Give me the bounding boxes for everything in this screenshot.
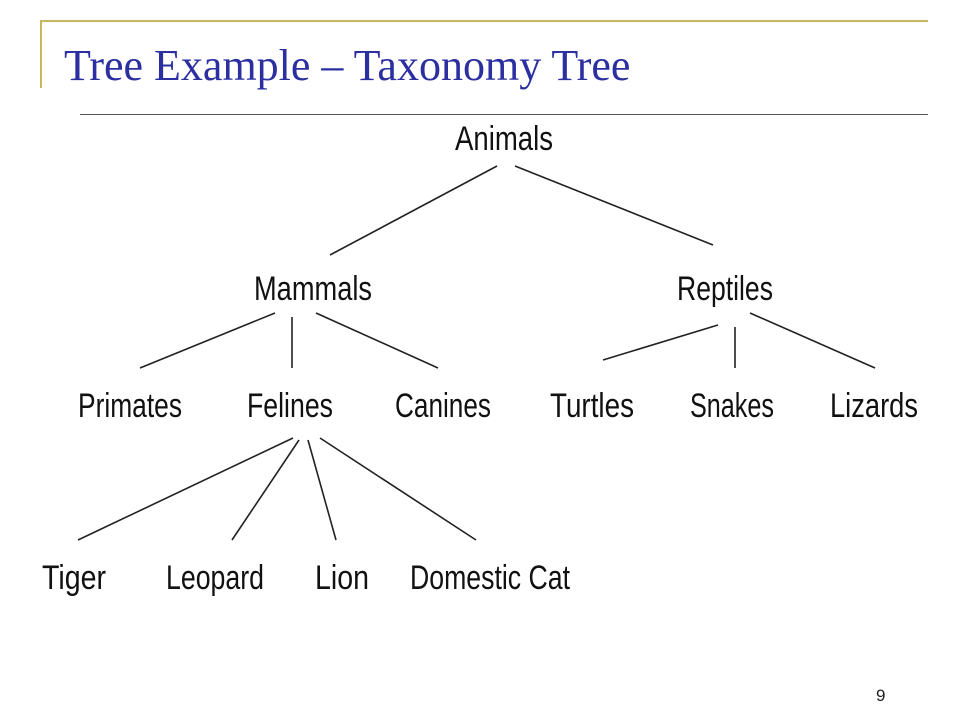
node-animals: Animals [455, 120, 553, 158]
edge-reptiles-turtles [602, 324, 719, 361]
edge-felines-tiger [77, 437, 294, 541]
edge-felines-leopard [231, 439, 300, 541]
edge-mammals-primates [139, 312, 276, 369]
edge-felines-lion [307, 439, 337, 541]
node-canines: Canines [395, 387, 491, 425]
page-number: 9 [876, 686, 886, 705]
node-domestic-cat: Domestic Cat [410, 559, 570, 597]
edge-reptiles-lizards [749, 312, 876, 369]
node-reptiles: Reptiles [677, 270, 773, 308]
slide-title: Tree Example – Taxonomy Tree [64, 41, 631, 90]
title-underline [80, 114, 928, 115]
frame-top-border [40, 20, 928, 22]
node-lizards: Lizards [830, 387, 918, 425]
frame-left-border [40, 20, 42, 88]
node-primates: Primates [78, 387, 182, 425]
node-leopard: Leopard [166, 559, 264, 597]
edge-felines-domestic-cat [319, 437, 477, 541]
node-tiger: Tiger [42, 559, 106, 597]
node-snakes: Snakes [690, 387, 774, 425]
node-lion: Lion [315, 559, 369, 597]
edge-animals-reptiles [514, 165, 714, 246]
edge-mammals-canines [315, 312, 439, 369]
node-felines: Felines [247, 387, 333, 425]
node-mammals: Mammals [254, 270, 372, 308]
node-turtles: Turtles [550, 387, 634, 425]
edge-animals-mammals [329, 165, 498, 256]
